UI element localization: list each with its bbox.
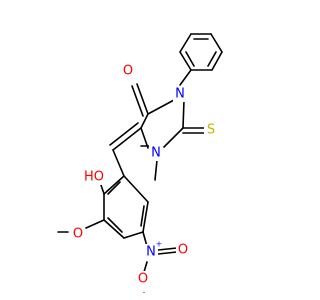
atom-label: N bbox=[175, 87, 185, 102]
atom-nitro-o-single: O - bbox=[136, 271, 150, 297]
exocyclic-double-bond bbox=[112, 127, 142, 151]
atom-methoxy-o: O bbox=[71, 226, 85, 242]
charge-label: + bbox=[156, 240, 163, 249]
bond bbox=[142, 201, 149, 233]
atom-s: S bbox=[204, 121, 218, 138]
nitro-double-bond bbox=[157, 247, 178, 251]
aromatic-double-bond bbox=[207, 51, 217, 67]
bond bbox=[147, 99, 175, 115]
bond bbox=[140, 113, 149, 129]
molecule-canvas: O N N S HO O N + O O - bbox=[57, 33, 223, 297]
bond bbox=[103, 175, 125, 195]
bond bbox=[179, 51, 192, 71]
structure-drawing: O N N S HO O N + O O - bbox=[57, 33, 223, 297]
carbonyl-bond bbox=[131, 85, 144, 117]
bond bbox=[182, 99, 185, 129]
atom-label: O bbox=[73, 227, 83, 242]
atom-hydroxy: HO bbox=[83, 169, 105, 185]
methoxy-bond bbox=[85, 219, 105, 229]
atom-n3: N bbox=[173, 86, 187, 102]
atom-carbonyl-o: O bbox=[121, 63, 135, 79]
nitro-single-bond bbox=[143, 261, 148, 273]
bond bbox=[210, 33, 223, 53]
atom-label: N bbox=[151, 146, 161, 161]
bond bbox=[179, 33, 192, 53]
bond-n-phenyl bbox=[179, 69, 192, 86]
phenyl-ring bbox=[179, 33, 223, 71]
bond bbox=[123, 231, 144, 239]
aromatic-double-bond bbox=[185, 51, 195, 67]
nitro-phenol-ring bbox=[103, 175, 149, 239]
aromatic-double-bond bbox=[140, 205, 145, 227]
carbonyl-bond bbox=[136, 83, 149, 115]
nitro-double-bond bbox=[157, 251, 178, 255]
bond bbox=[103, 219, 125, 239]
atom-label: O bbox=[123, 64, 133, 79]
aromatic-double-bond bbox=[107, 181, 121, 195]
imidazolidine-ring bbox=[140, 99, 185, 149]
atom-nitro-n: N + bbox=[144, 240, 163, 260]
atom-label: HO bbox=[84, 170, 104, 185]
charge-label: - bbox=[143, 288, 146, 297]
exocyclic-double-bond bbox=[109, 122, 139, 146]
atom-label: O bbox=[178, 243, 188, 258]
atom-nitro-o-double: O bbox=[176, 242, 190, 258]
atom-label: N bbox=[146, 245, 156, 260]
atom-n1: N bbox=[149, 145, 163, 161]
atom-label: O bbox=[138, 272, 148, 287]
bond bbox=[112, 149, 125, 177]
methyl-bond bbox=[154, 159, 158, 181]
bond bbox=[123, 175, 149, 203]
bond bbox=[140, 127, 149, 149]
bond bbox=[211, 51, 223, 71]
bond bbox=[163, 127, 184, 148]
atom-label: S bbox=[207, 123, 215, 138]
aromatic-double-bond bbox=[107, 217, 123, 233]
